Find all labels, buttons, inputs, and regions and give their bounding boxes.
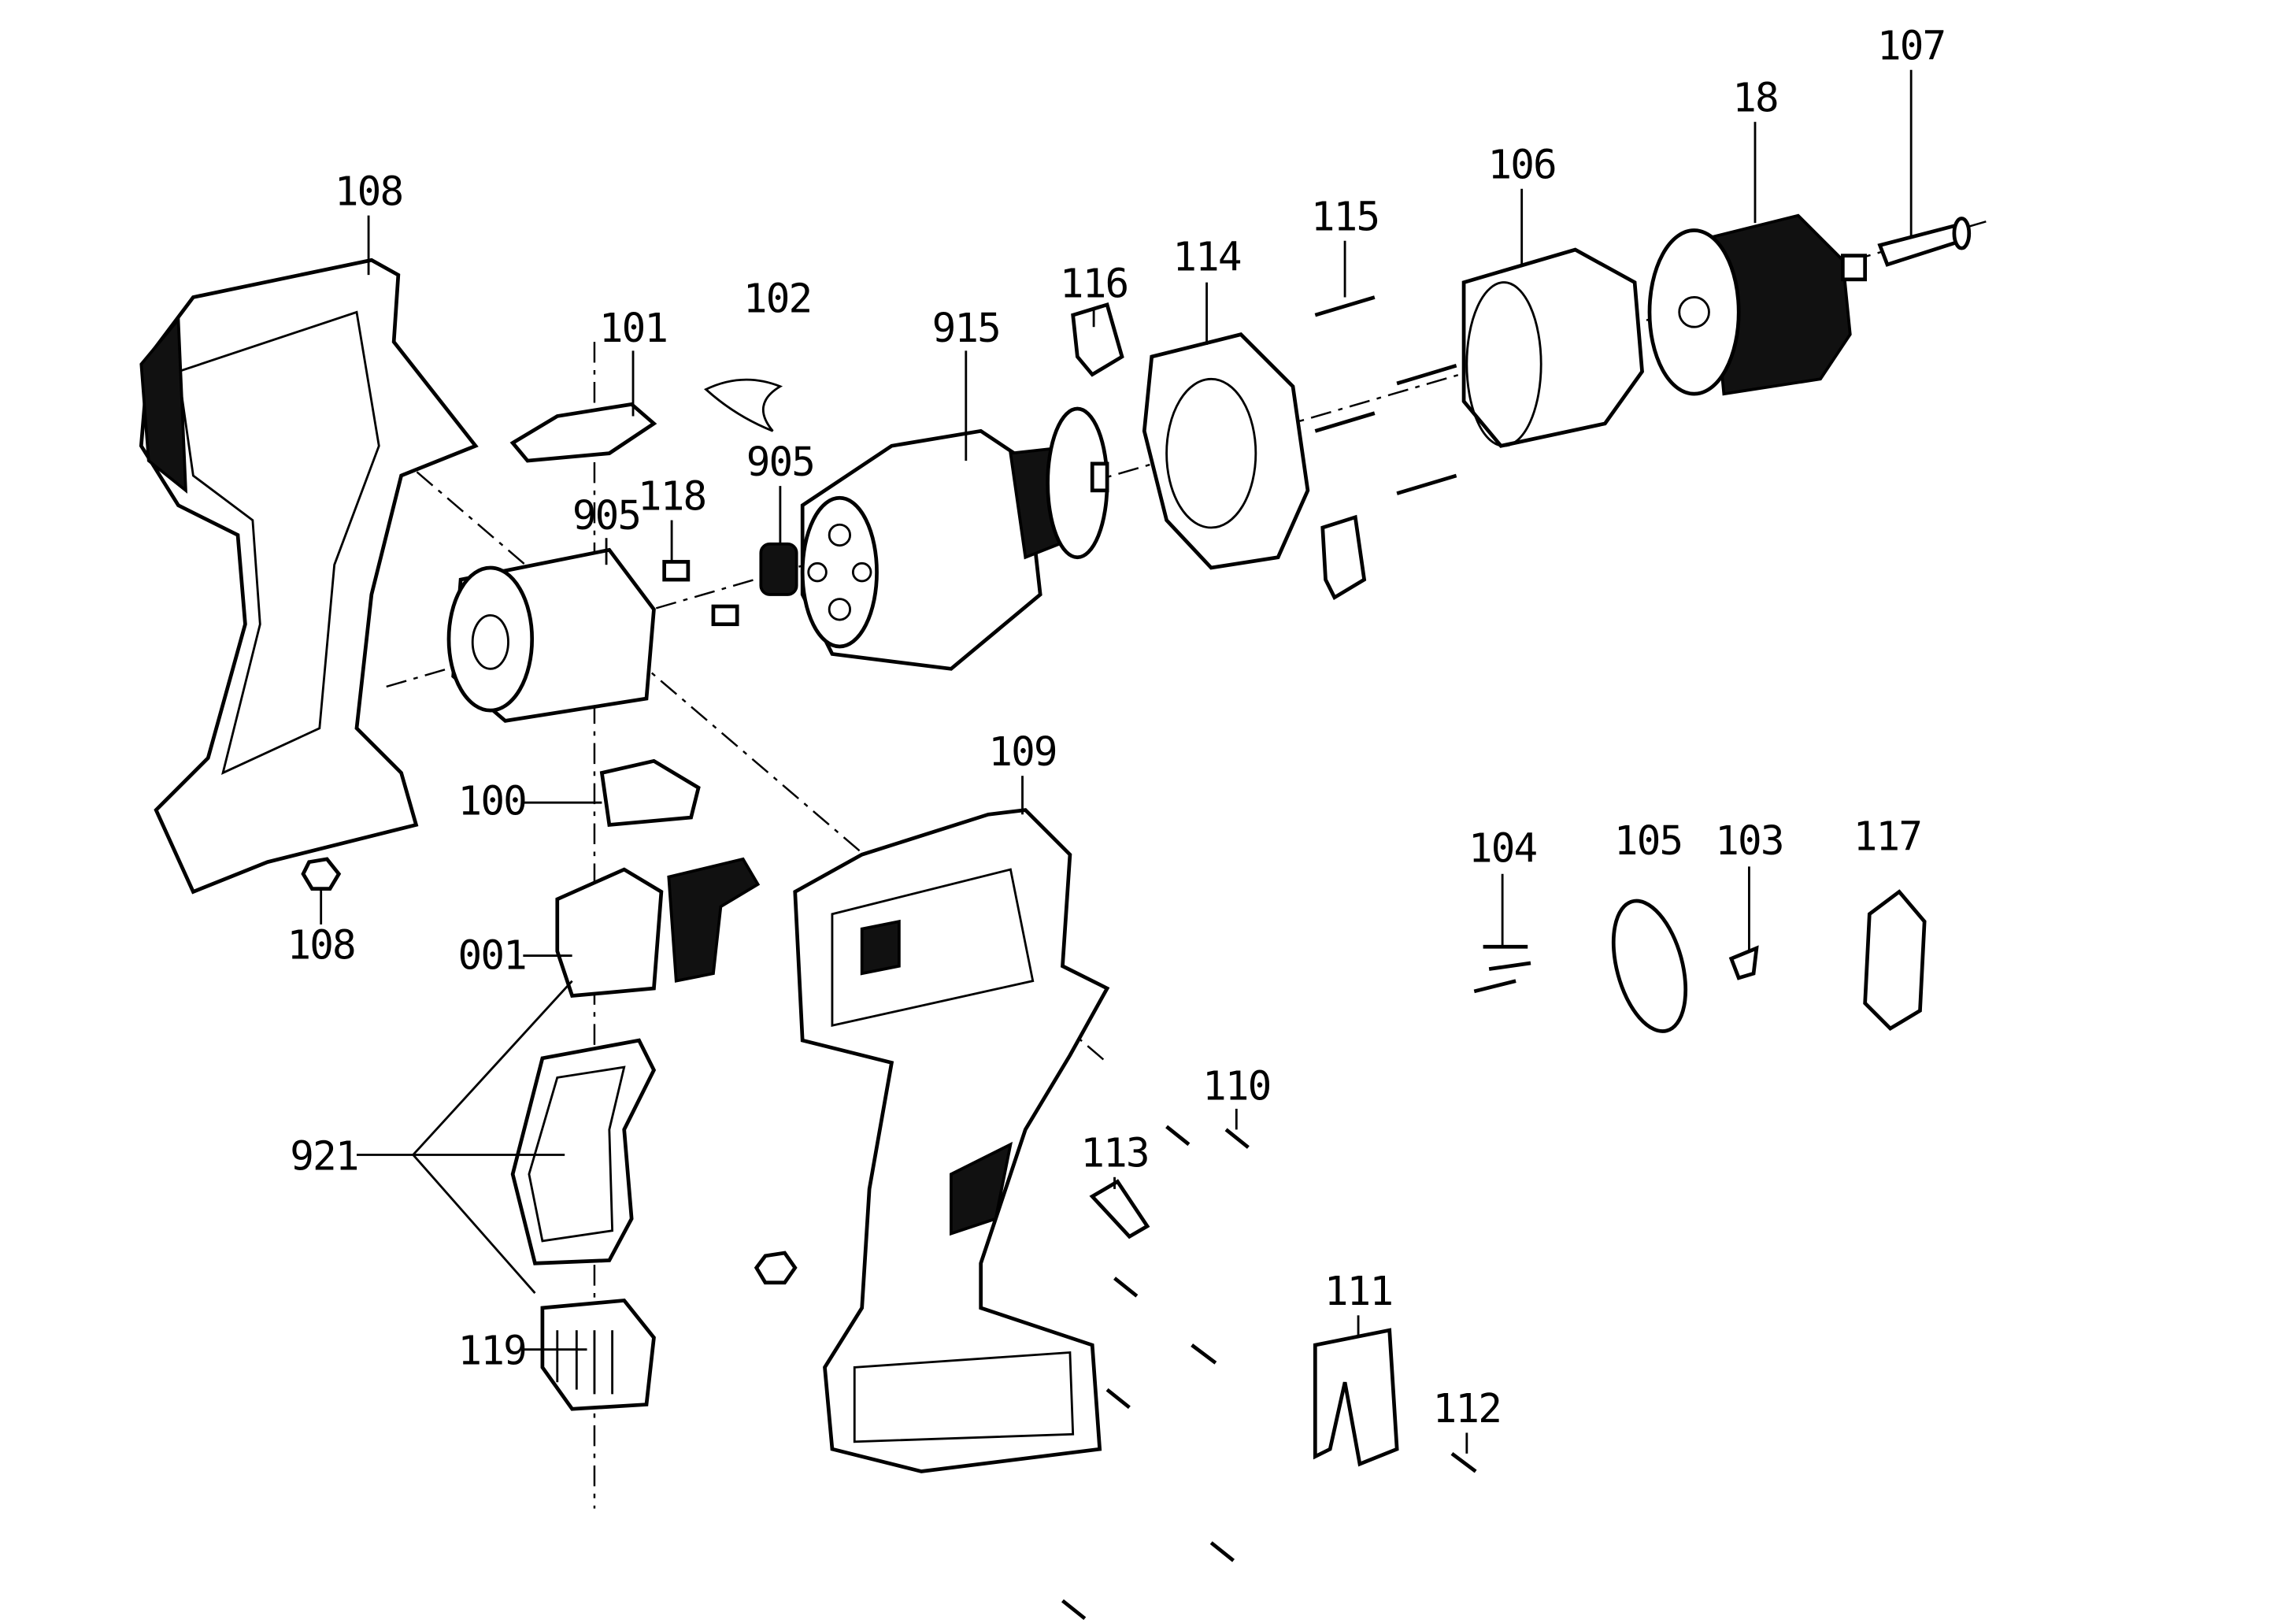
motor — [446, 547, 656, 723]
part-113 — [1089, 1179, 1150, 1239]
part-label-115: 115 — [1311, 195, 1379, 241]
part-label-001: 001 — [458, 933, 526, 980]
part-label-101: 101 — [599, 306, 667, 352]
screw — [711, 604, 739, 627]
screws — [1061, 1125, 1477, 1621]
part-label-113: 113 — [1080, 1131, 1148, 1177]
part-label-921: 921 — [290, 1133, 357, 1180]
part-102-spring — [703, 378, 783, 432]
clip-103 — [1728, 945, 1759, 980]
collar-106 — [1461, 247, 1644, 448]
chuck-18 — [1647, 213, 1868, 396]
plate-117 — [1863, 889, 1927, 1032]
ring-114 — [1142, 332, 1310, 570]
pinion-905 — [759, 542, 798, 596]
part-label-107: 107 — [1877, 23, 1945, 69]
screw-107 — [1877, 224, 1965, 267]
screws-104 — [1473, 944, 1531, 994]
part-label-104: 104 — [1468, 826, 1537, 873]
part-label-117: 117 — [1853, 814, 1921, 861]
part-label-102: 102 — [743, 276, 811, 322]
plate-921 — [510, 1038, 657, 1265]
part-label-105: 105 — [1614, 818, 1682, 865]
part-label-905: 905 — [746, 439, 814, 486]
connector-119 — [540, 1298, 656, 1411]
part-101 — [509, 402, 657, 463]
part-label-116: 116 — [1060, 261, 1128, 307]
part-label-100: 100 — [458, 778, 526, 824]
part-label-114: 114 — [1172, 235, 1241, 281]
belt-clip-111 — [1313, 1328, 1399, 1467]
nut — [754, 1251, 798, 1285]
part-label-106: 106 — [1487, 142, 1555, 188]
part-label-18: 18 — [1732, 76, 1778, 122]
part-label-905: 905 — [572, 493, 640, 539]
part-label-110: 110 — [1202, 1064, 1270, 1110]
part-116 — [1071, 302, 1124, 377]
washer-105 — [1611, 899, 1688, 1033]
gearbox-915 — [800, 406, 1109, 671]
part-label-108: 108 — [287, 922, 355, 969]
part-label-103: 103 — [1715, 818, 1783, 865]
part-label-119: 119 — [458, 1328, 526, 1375]
part-100 — [599, 758, 701, 828]
part-label-108: 108 — [335, 169, 402, 215]
part-label-915: 915 — [932, 306, 1000, 352]
leader-lines — [320, 69, 1913, 1454]
housing-left-half — [139, 258, 479, 895]
part-label-112: 112 — [1433, 1386, 1501, 1432]
part-labels: 1081011029151161141151061810790511890510… — [287, 23, 1947, 1432]
part-label-118: 118 — [638, 473, 705, 520]
housing-right-half — [793, 808, 1110, 1473]
part-label-111: 111 — [1324, 1269, 1392, 1315]
switch-001 — [555, 857, 761, 999]
part-label-109: 109 — [988, 729, 1056, 776]
part-116b — [1320, 514, 1367, 601]
screw-118 — [662, 560, 691, 582]
pins-115 — [1314, 295, 1457, 495]
nut — [301, 857, 342, 891]
